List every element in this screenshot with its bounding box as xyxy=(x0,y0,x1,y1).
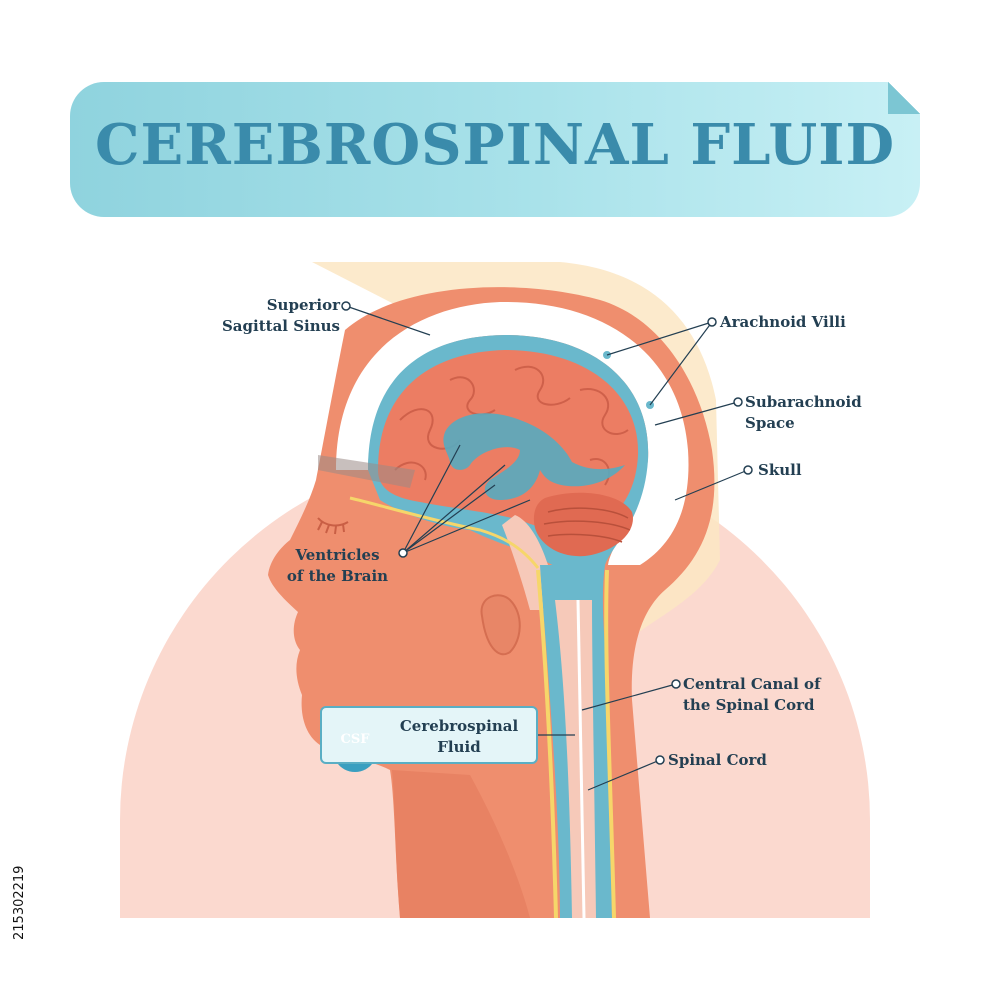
title-banner xyxy=(70,82,920,217)
leader-central-canal xyxy=(581,683,677,711)
leader-superior-sagittal-sinus xyxy=(345,305,431,336)
label-ventricles-of-the-brain: Ventricles of the Brain xyxy=(286,546,389,585)
label-skull: Skull xyxy=(758,461,802,479)
ear-shape xyxy=(480,594,521,655)
leader-ventricles-2 xyxy=(402,464,506,554)
label-arachnoid-villi: Arachnoid Villi xyxy=(720,313,846,331)
leader-subarachnoid-space xyxy=(654,401,739,426)
leader-arachnoid-villi-2 xyxy=(649,321,713,406)
leader-spinal-cord xyxy=(587,759,661,791)
leader-ventricles-3 xyxy=(402,484,496,554)
eye-icon xyxy=(317,517,349,535)
skull-band xyxy=(336,301,689,565)
spinal-yellow-left xyxy=(536,569,558,919)
banner-folded-corner xyxy=(888,82,920,114)
cerebellum-folds xyxy=(543,507,631,543)
leader-ventricles-1 xyxy=(402,444,461,554)
leader-lines xyxy=(345,305,749,791)
leader-skull xyxy=(674,469,749,501)
cerebellum-shape xyxy=(533,492,633,557)
spinal-cord xyxy=(555,600,596,918)
spinal-yellow-right xyxy=(604,569,616,919)
label-spinal-cord: Spinal Cord xyxy=(668,751,767,769)
sinus-shadow xyxy=(318,455,415,488)
neck-shadow xyxy=(392,770,530,918)
central-canal xyxy=(576,599,586,919)
ventricles-shape xyxy=(443,413,625,500)
label-superior-sagittal-sinus: Superior Sagittal Sinus xyxy=(221,296,340,335)
stock-image-id: 215302219 xyxy=(12,865,27,940)
leader-arachnoid-villi-1 xyxy=(606,321,713,356)
leader-ventricles-4 xyxy=(402,499,531,554)
label-subarachnoid-space: Subarachnoid Space xyxy=(745,393,862,432)
dura-line xyxy=(349,496,540,569)
page-title: CEREBROSPINAL FLUID xyxy=(94,112,896,178)
csf-badge-text: CSF xyxy=(340,732,370,747)
label-central-canal: Central Canal of the Spinal Cord xyxy=(683,675,821,714)
csf-legend-box xyxy=(320,706,538,764)
leader-dots xyxy=(341,301,753,765)
csf-legend-label: Cerebrospinal Fluid xyxy=(399,717,519,756)
